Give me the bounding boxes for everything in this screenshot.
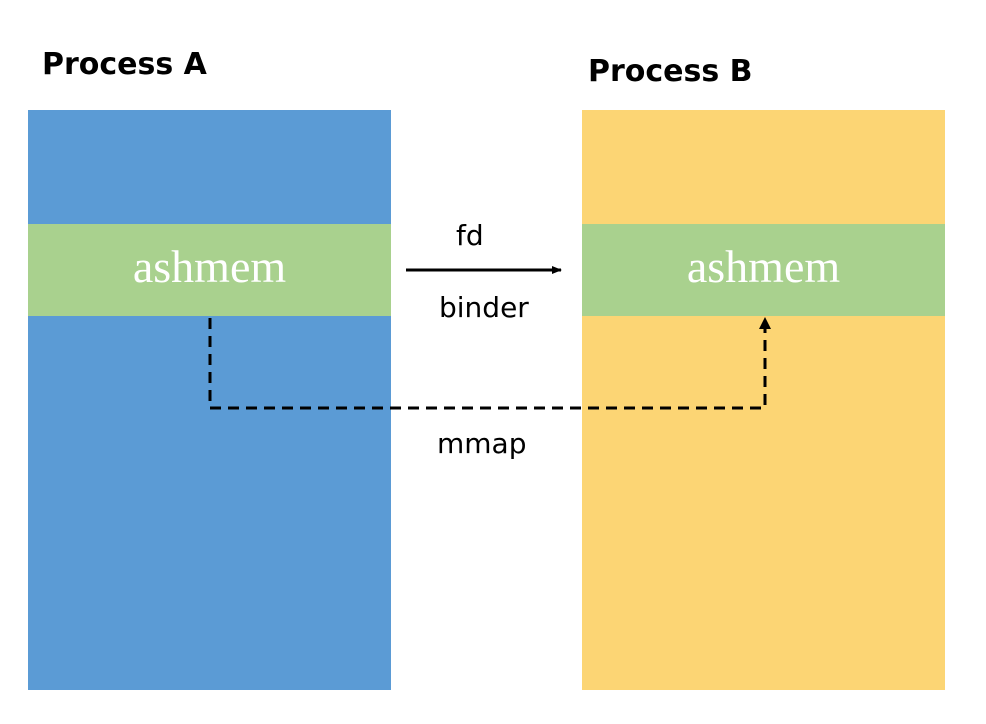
mmap-arrowhead bbox=[759, 317, 771, 329]
process-a-ashmem-label: ashmem bbox=[132, 241, 287, 292]
mmap-dashed-connector bbox=[208, 318, 767, 410]
process-a-title: Process A bbox=[42, 47, 207, 82]
fd-label: fd bbox=[456, 219, 484, 252]
process-b-ashmem-label: ashmem bbox=[686, 241, 841, 292]
process-b-ashmem-region: ashmem bbox=[582, 224, 945, 316]
process-a-box: ashmem bbox=[28, 110, 391, 690]
binder-label: binder bbox=[439, 291, 529, 324]
process-a-ashmem-region: ashmem bbox=[28, 224, 391, 316]
mmap-label: mmap bbox=[437, 427, 527, 460]
process-b-title: Process B bbox=[588, 54, 753, 89]
